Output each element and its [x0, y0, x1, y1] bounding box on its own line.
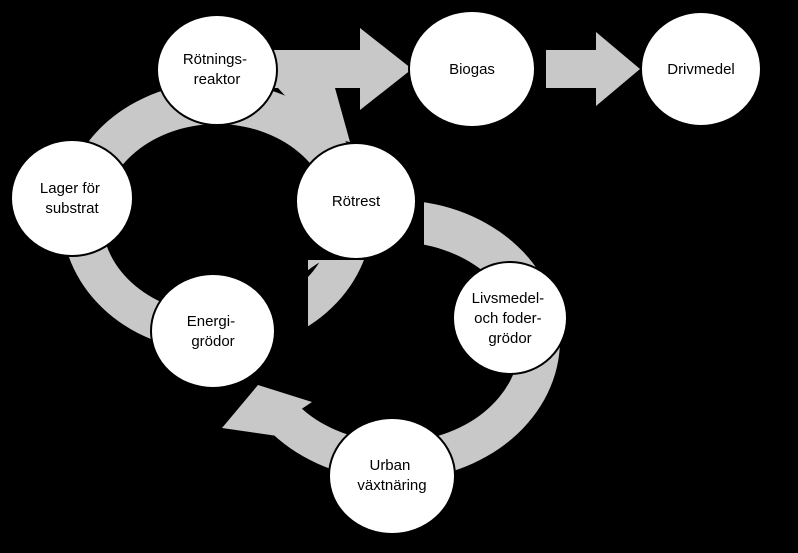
node-label-line: reaktor [194, 71, 241, 88]
node-label-line: Livsmedel- [472, 290, 545, 307]
node-rotningsreaktor: Rötnings- reaktor [156, 14, 278, 126]
node-label-line: Urban [369, 457, 410, 474]
node-drivmedel: Drivmedel [640, 11, 762, 127]
node-label-line: Drivmedel [667, 61, 735, 78]
svg-text:Livsmedel- och foder-: Livsmedel- och foder- grödor [472, 290, 549, 347]
svg-text:Rötrest: Rötrest [332, 193, 381, 210]
biogas-to-drivmedel-arrow [546, 32, 640, 106]
node-label-line: och foder- [474, 310, 542, 327]
node-label-line: substrat [45, 200, 99, 217]
svg-text:Drivmedel: Drivmedel [667, 61, 735, 78]
node-label-line: Energi- [187, 313, 235, 330]
svg-text:Rötnings- reaktor: Rötnings- reaktor [183, 51, 251, 88]
node-label-line: grödor [488, 330, 531, 347]
svg-text:Biogas: Biogas [449, 61, 495, 78]
svg-text:Lager för substrat: Lager för substrat [40, 180, 104, 217]
node-label-line: växtnäring [357, 477, 426, 494]
node-label-line: Biogas [449, 61, 495, 78]
node-label-line: Lager för [40, 180, 100, 197]
reactor-to-rotrest-arrow-head [278, 88, 350, 142]
node-urban-vaxtnaring: Urban växtnäring [328, 417, 456, 535]
node-biogas: Biogas [408, 10, 536, 128]
node-rotrest: Rötrest [295, 142, 417, 260]
reactor-to-biogas-arrow [270, 28, 412, 110]
node-label-line: Rötrest [332, 193, 381, 210]
urban-to-energigrodor-arrow-head [222, 385, 312, 440]
svg-text:Urban växtnäring: Urban växtnäring [357, 457, 426, 494]
node-label-line: grödor [191, 333, 234, 350]
node-energigrodor: Energi- grödor [150, 273, 276, 389]
svg-text:Energi- grödor: Energi- grödor [187, 313, 240, 350]
node-label-line: Rötnings- [183, 51, 247, 68]
node-livsmedel-och-fodergrodor: Livsmedel- och foder- grödor [452, 261, 568, 375]
node-lager-for-substrat: Lager för substrat [10, 139, 134, 257]
